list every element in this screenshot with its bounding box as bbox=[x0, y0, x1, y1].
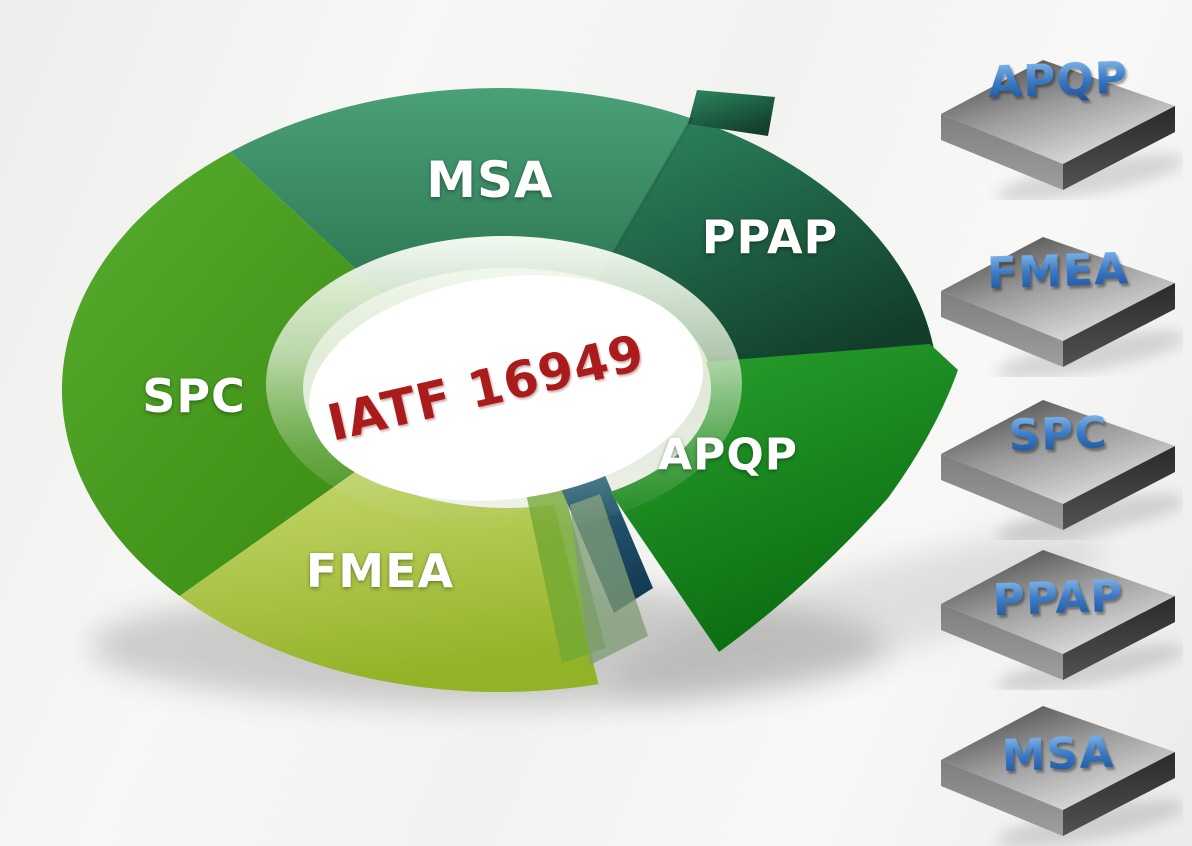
center-hole bbox=[309, 275, 703, 501]
tile-shadow bbox=[996, 330, 1183, 377]
sliver-gray-tab bbox=[570, 494, 648, 665]
tile-face-top bbox=[941, 400, 1175, 504]
tile-shadow bbox=[996, 799, 1183, 846]
msa-ppap-seam bbox=[598, 117, 694, 277]
wheel-segment-spc bbox=[61, 152, 382, 596]
tile-slab-spc bbox=[941, 400, 1183, 540]
tile-slab-fmea bbox=[941, 237, 1183, 377]
tile-shadow bbox=[996, 643, 1183, 690]
tile-face-right bbox=[1063, 283, 1175, 367]
wheel-segment-label-fmea: FMEA bbox=[305, 544, 455, 598]
wheel-right-shadow bbox=[614, 532, 1106, 700]
wheel-segment-label-ppap: PPAP bbox=[701, 210, 839, 264]
tile-face-left bbox=[941, 454, 1063, 530]
wheel-segment-label-spc: SPC bbox=[142, 369, 246, 423]
tile-ppap: PPAP bbox=[933, 530, 1183, 690]
wheel-segment-msa bbox=[230, 88, 693, 294]
tile-apqp: APQP bbox=[933, 40, 1183, 200]
wheel-segment-label-apqp: APQP bbox=[658, 429, 798, 481]
tile-face-top bbox=[941, 237, 1175, 341]
tile-face-left bbox=[941, 291, 1063, 367]
tile-shadow bbox=[996, 493, 1183, 540]
wheel-segment-label-msa: MSA bbox=[426, 151, 554, 209]
tile-msa: MSA bbox=[933, 686, 1183, 846]
tile-face-right bbox=[1063, 106, 1175, 190]
tile-slab-msa bbox=[941, 706, 1183, 846]
tile-spc: SPC bbox=[933, 380, 1183, 540]
tile-slab-apqp bbox=[941, 60, 1183, 200]
tile-slab-ppap bbox=[941, 550, 1183, 690]
tile-face-left bbox=[941, 114, 1063, 190]
tile-face-right bbox=[1063, 446, 1175, 530]
tile-face-top bbox=[941, 706, 1175, 810]
tile-face-left bbox=[941, 760, 1063, 836]
tile-fmea: FMEA bbox=[933, 217, 1183, 377]
tile-face-top bbox=[941, 60, 1175, 164]
ppap-rim-step bbox=[688, 90, 775, 136]
tile-face-left bbox=[941, 604, 1063, 680]
tile-label-apqp: APQP bbox=[932, 53, 1184, 110]
tile-face-right bbox=[1063, 752, 1175, 836]
tile-face-right bbox=[1063, 596, 1175, 680]
tile-label-spc: SPC bbox=[932, 407, 1184, 464]
tile-face-top bbox=[941, 550, 1175, 654]
wheel-segment-apqp bbox=[610, 344, 958, 652]
tile-label-ppap: PPAP bbox=[932, 571, 1184, 628]
tile-label-fmea: FMEA bbox=[932, 244, 1184, 301]
tile-shadow bbox=[996, 153, 1183, 200]
tile-label-msa: MSA bbox=[932, 727, 1184, 784]
